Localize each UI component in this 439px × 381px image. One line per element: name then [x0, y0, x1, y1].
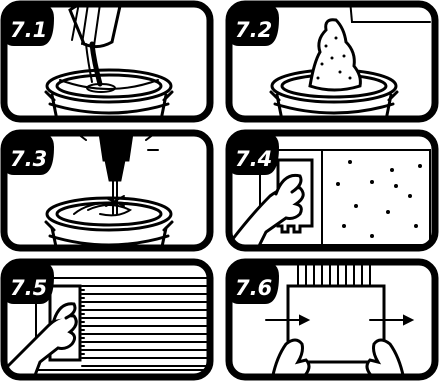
- step-number: 7.2: [235, 18, 272, 42]
- mix-with-drill-illustration: [46, 133, 172, 256]
- panel-step-2: 7.2: [229, 0, 435, 125]
- step-number: 7.5: [10, 276, 47, 300]
- step-number: 7.6: [235, 276, 272, 300]
- panel-step-4: 7.4: [229, 133, 435, 248]
- panel-step-5: 7.5: [4, 262, 212, 378]
- lay-sheet-illustration: [266, 262, 412, 381]
- step-number: 7.1: [10, 18, 47, 42]
- add-powder-illustration: [271, 0, 430, 125]
- panel-step-3: 7.3: [4, 133, 210, 256]
- panel-step-1: 7.1: [4, 2, 210, 125]
- step-number: 7.3: [10, 147, 47, 171]
- step-number: 7.4: [235, 147, 272, 171]
- pour-liquid-illustration: [46, 2, 172, 125]
- panel-step-6: 7.6: [229, 262, 435, 381]
